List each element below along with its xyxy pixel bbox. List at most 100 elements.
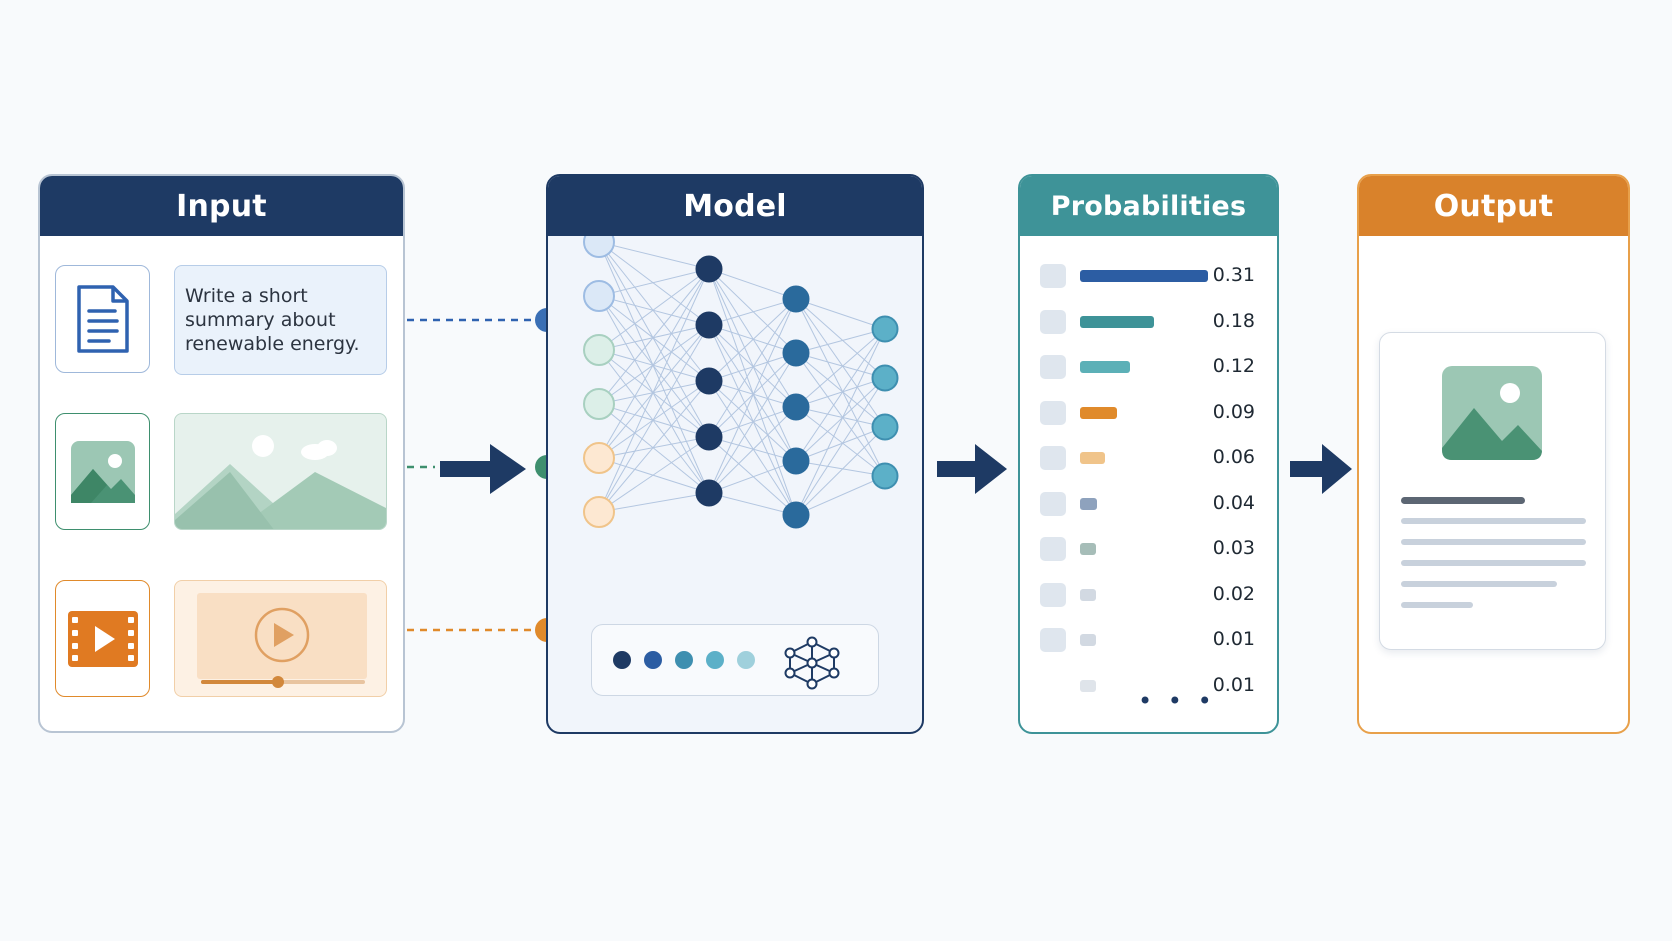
- probability-bar: [1080, 634, 1096, 646]
- probability-row: 0.06: [1020, 443, 1277, 473]
- token-swatch: [1040, 264, 1066, 288]
- network-edge: [708, 298, 797, 326]
- network-edge: [598, 457, 710, 494]
- network-edge: [708, 380, 797, 516]
- probability-value: 0.04: [1212, 491, 1255, 514]
- token-swatch: [1040, 446, 1066, 470]
- network-edge: [708, 324, 797, 462]
- token-swatch: [1040, 537, 1066, 561]
- network-edge: [598, 268, 710, 297]
- token-swatch: [1040, 400, 1066, 425]
- image-icon: [55, 413, 150, 530]
- network-edge: [598, 436, 710, 459]
- network-edge: [795, 328, 886, 408]
- probability-bar: [1080, 497, 1097, 510]
- network-node: [871, 315, 899, 343]
- network-node: [583, 334, 615, 366]
- network-edge: [708, 406, 797, 494]
- input-title: Input: [40, 176, 403, 236]
- network-edge: [708, 298, 797, 494]
- network-edge: [708, 352, 797, 494]
- probability-value: 0.09: [1212, 400, 1255, 423]
- probability-bar: [1080, 452, 1105, 464]
- network-node: [782, 393, 810, 421]
- prompt-text: Write a short summary about renewable en…: [174, 265, 387, 375]
- probability-bar: [1080, 588, 1096, 601]
- probability-bar: [1080, 270, 1208, 282]
- network-edge: [708, 298, 797, 438]
- network-node: [695, 255, 723, 283]
- probability-bar: [1080, 315, 1155, 328]
- network-edge: [598, 492, 710, 513]
- model-panel: Model: [546, 174, 924, 734]
- network-edge: [598, 295, 710, 438]
- token-swatch: [1040, 628, 1066, 652]
- network-edge: [795, 426, 886, 462]
- network-edge: [598, 380, 710, 513]
- probability-value: 0.06: [1212, 446, 1255, 468]
- probability-row: 0.04: [1020, 489, 1277, 519]
- network-node: [695, 311, 723, 339]
- network-edge: [795, 406, 886, 477]
- video-preview: [174, 580, 387, 697]
- network-edge: [598, 436, 710, 513]
- network-edge: [708, 324, 797, 408]
- network-edge: [795, 328, 886, 462]
- network-edge: [598, 295, 710, 494]
- probability-bar: [1080, 543, 1096, 555]
- network-edge: [598, 403, 710, 438]
- probability-row: 0.02: [1020, 580, 1277, 610]
- network-edge: [795, 377, 886, 516]
- network-edge: [795, 328, 886, 354]
- network-edge: [795, 460, 886, 477]
- network-edge: [598, 268, 710, 405]
- probability-bar: [1080, 406, 1118, 419]
- network-node: [871, 364, 899, 392]
- network-node: [695, 367, 723, 395]
- network-node: [695, 479, 723, 507]
- probability-row: 0.18: [1020, 307, 1277, 337]
- probability-bar: [1080, 679, 1096, 692]
- token-swatch: [1040, 355, 1066, 379]
- network-edge: [708, 436, 797, 462]
- network-edge: [598, 324, 710, 513]
- probability-row: 0.03: [1020, 534, 1277, 564]
- network-edge: [795, 352, 886, 477]
- probability-row: 0.01: [1020, 625, 1277, 655]
- network-edge: [708, 268, 797, 408]
- output-panel: Output: [1357, 174, 1630, 734]
- network-edge: [598, 241, 710, 326]
- network-edge: [598, 324, 710, 351]
- network-node: [583, 388, 615, 420]
- token-swatch: [1040, 309, 1066, 334]
- network-edge: [598, 295, 710, 382]
- network-edge: [795, 328, 886, 516]
- network-edge: [598, 380, 710, 459]
- network-node: [871, 413, 899, 441]
- output-title: Output: [1359, 176, 1628, 236]
- network-node: [782, 339, 810, 367]
- network-edge: [708, 324, 797, 354]
- network-edge: [708, 352, 797, 382]
- network-edge: [708, 436, 797, 516]
- network-edge: [795, 298, 886, 477]
- probability-row: 0.12: [1020, 352, 1277, 382]
- network-edge: [708, 324, 797, 516]
- network-node: [583, 236, 615, 258]
- probability-value: 0.12: [1212, 355, 1255, 377]
- arrow-right-icon: [937, 444, 1007, 494]
- probability-value: 0.02: [1212, 582, 1255, 605]
- network-edge: [598, 380, 710, 405]
- network-edge: [708, 268, 797, 300]
- network-node: [782, 501, 810, 529]
- network-node: [583, 280, 615, 312]
- network-edge: [598, 295, 710, 326]
- network-edge: [598, 324, 710, 405]
- model-footer: [591, 624, 879, 696]
- network-node: [871, 462, 899, 490]
- network-edge: [598, 241, 710, 494]
- probability-row: 0.09: [1020, 398, 1277, 428]
- network-edge: [598, 268, 710, 513]
- probability-value: 0.01: [1212, 628, 1255, 650]
- probability-row: 0.01: [1020, 671, 1277, 701]
